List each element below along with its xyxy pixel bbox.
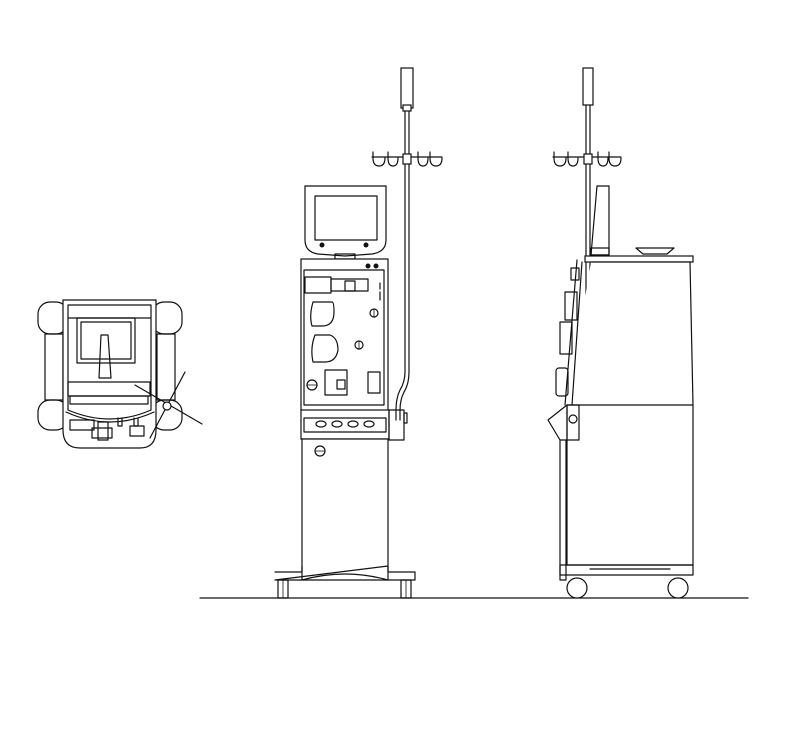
tray <box>635 247 675 255</box>
wheel <box>566 577 588 599</box>
connectors <box>315 420 375 428</box>
side-body <box>566 261 694 566</box>
front-panel <box>564 259 583 406</box>
monitor-top <box>76 317 136 364</box>
pole <box>395 107 406 421</box>
monitor-screen <box>314 195 378 241</box>
side-panel <box>44 333 64 401</box>
base <box>274 565 416 581</box>
pole-handle <box>400 67 414 109</box>
monitor <box>304 185 387 257</box>
iv-hooks <box>553 151 622 167</box>
iv-hooks <box>372 151 443 167</box>
clamp <box>566 404 580 441</box>
top-body <box>62 299 157 449</box>
monitor-side <box>590 185 610 256</box>
side-view <box>547 67 694 599</box>
base <box>559 564 694 576</box>
wheel <box>667 577 689 599</box>
pedestal <box>301 438 389 581</box>
side-panel <box>156 333 176 401</box>
pole-clamp <box>388 409 405 441</box>
top-view <box>37 299 203 449</box>
front-view <box>274 67 443 599</box>
pole-top <box>162 401 172 411</box>
pump-cover <box>311 334 339 363</box>
pump-cover <box>310 301 335 327</box>
hook-hub <box>402 153 412 165</box>
top-plate <box>584 255 694 263</box>
drawer-panel <box>300 409 390 440</box>
pole-handle <box>582 67 594 106</box>
